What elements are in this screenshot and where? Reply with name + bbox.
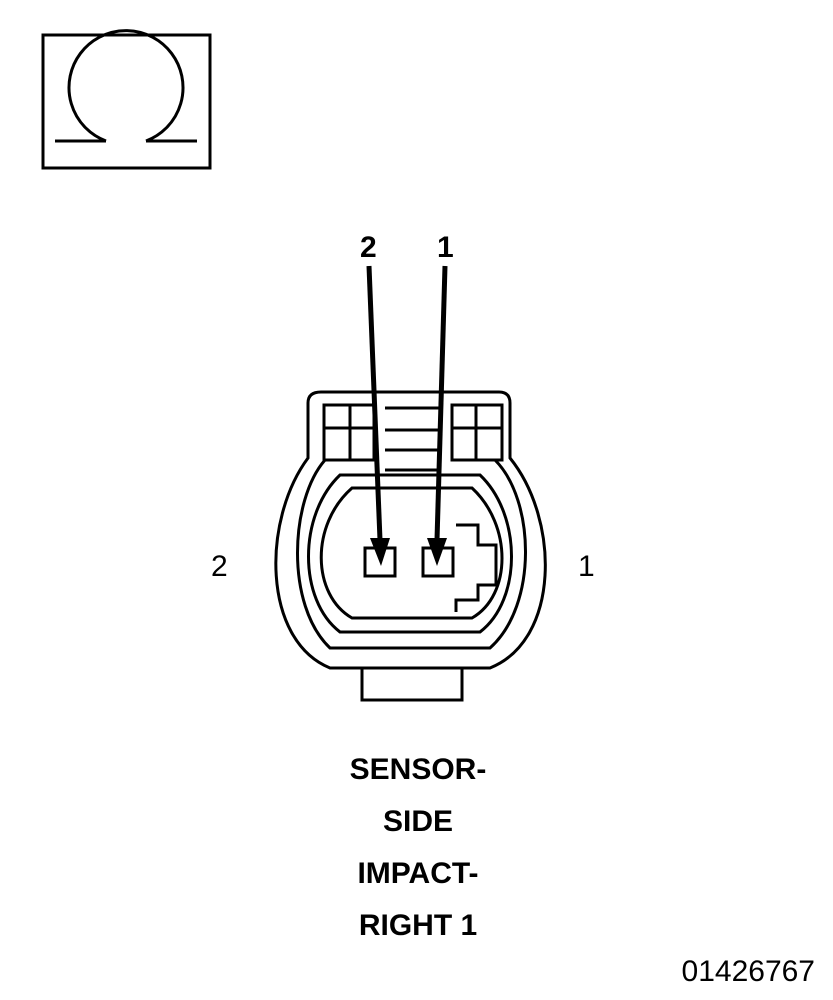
title-line-2: SIDE (382, 805, 454, 838)
leader-arrows (366, 265, 448, 566)
connector-body (274, 390, 547, 702)
figure-id: 01426767 (681, 955, 815, 988)
pin-label-top-2: 2 (360, 231, 377, 264)
pin-label-side-1: 1 (578, 550, 595, 583)
title-line-3: IMPACT- (357, 857, 479, 890)
title-line-4: RIGHT 1 (358, 909, 478, 942)
pin-label-side-2: 2 (211, 550, 228, 583)
title-line-1: SENSOR- (349, 753, 487, 786)
pin-label-top-1: 1 (437, 231, 454, 264)
ohm-symbol-icon (41, 29, 212, 170)
